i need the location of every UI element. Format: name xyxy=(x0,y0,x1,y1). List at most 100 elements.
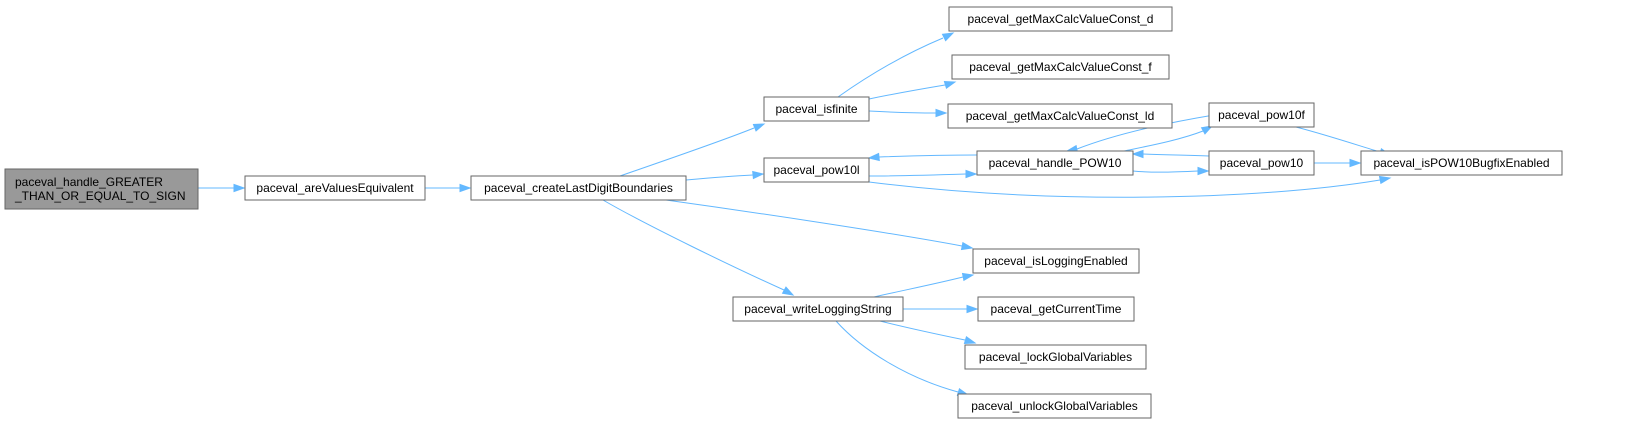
node-label: paceval_isfinite xyxy=(775,102,857,116)
edge-line xyxy=(602,199,785,291)
edge-createLastDigitBoundaries-to-isLoggingEnabled xyxy=(665,199,974,251)
node-box xyxy=(763,157,870,183)
arrowhead-icon xyxy=(1200,125,1214,135)
edge-createLastDigitBoundaries-to-writeLoggingString xyxy=(602,199,795,296)
node-unlockGlobalVariables[interactable]: paceval_unlockGlobalVariables xyxy=(957,393,1152,419)
arrowhead-icon xyxy=(965,169,978,179)
node-box xyxy=(732,296,904,322)
edge-line xyxy=(878,154,978,158)
node-label: _THAN_OR_EQUAL_TO_SIGN xyxy=(14,189,186,203)
edge-writeLoggingString-to-unlockGlobalVariables xyxy=(835,320,970,397)
node-getMaxCalcValueConst_ld[interactable]: paceval_getMaxCalcValueConst_ld xyxy=(947,103,1173,129)
node-box xyxy=(977,296,1135,322)
arrowhead-icon xyxy=(966,304,979,314)
node-box xyxy=(763,96,870,122)
node-label: paceval_pow10 xyxy=(1220,156,1304,170)
edge-handle_POW10-to-pow10 xyxy=(1132,166,1210,176)
arrowhead-icon xyxy=(941,32,955,42)
node-label: paceval_areValuesEquivalent xyxy=(256,181,414,195)
edge-writeLoggingString-to-lockGlobalVariables xyxy=(879,320,977,345)
edge-areValuesEquivalent-to-createLastDigitBoundaries xyxy=(425,183,472,193)
node-label: paceval_writeLoggingString xyxy=(744,302,891,316)
arrowhead-icon xyxy=(943,80,957,90)
node-label: paceval_lockGlobalVariables xyxy=(979,350,1132,364)
node-handle_POW10[interactable]: paceval_handle_POW10 xyxy=(976,150,1134,176)
edge-line xyxy=(619,127,755,177)
edge-line xyxy=(868,110,937,114)
edge-createLastDigitBoundaries-to-isfinite xyxy=(619,123,766,177)
call-graph-nodes: paceval_handle_GREATER_THAN_OR_EQUAL_TO_… xyxy=(4,6,1563,419)
node-box xyxy=(1208,150,1315,176)
node-box xyxy=(4,168,199,210)
node-label: paceval_handle_POW10 xyxy=(989,156,1122,170)
node-isPOW10BugfixEnabled[interactable]: paceval_isPOW10BugfixEnabled xyxy=(1360,150,1563,176)
edge-isfinite-to-getMaxCalcValueConst_d xyxy=(837,32,955,98)
node-pow10[interactable]: paceval_pow10 xyxy=(1208,150,1315,176)
node-label: paceval_getMaxCalcValueConst_ld xyxy=(966,109,1155,123)
edge-line xyxy=(879,320,966,341)
arrowhead-icon xyxy=(867,152,880,162)
edge-pow10-to-isPOW10BugfixEnabled xyxy=(1314,158,1362,168)
edge-line xyxy=(1076,114,1215,150)
edge-pow10l-to-handle_POW10 xyxy=(868,169,978,179)
node-isLoggingEnabled[interactable]: paceval_isLoggingEnabled xyxy=(972,248,1140,274)
edge-line xyxy=(1132,170,1199,173)
edge-writeLoggingString-to-getCurrentTime xyxy=(903,304,979,314)
node-getCurrentTime[interactable]: paceval_getCurrentTime xyxy=(977,296,1135,322)
node-label: paceval_unlockGlobalVariables xyxy=(971,399,1138,413)
call-graph-edges xyxy=(198,32,1392,397)
edge-handle_POW10-to-pow10f xyxy=(1123,125,1214,152)
edge-writeLoggingString-to-isLoggingEnabled xyxy=(873,272,975,298)
edge-line xyxy=(665,199,963,247)
edge-isfinite-to-getMaxCalcValueConst_f xyxy=(868,80,957,100)
edge-line xyxy=(868,84,946,100)
node-label: paceval_isLoggingEnabled xyxy=(984,254,1127,268)
node-box xyxy=(1208,102,1315,128)
node-box xyxy=(470,175,687,201)
node-box xyxy=(972,248,1140,274)
node-pow10l[interactable]: paceval_pow10l xyxy=(763,157,870,183)
node-label: paceval_pow10f xyxy=(1218,108,1305,122)
node-isfinite[interactable]: paceval_isfinite xyxy=(763,96,870,122)
arrowhead-icon xyxy=(1378,175,1392,185)
edge-line xyxy=(873,276,964,298)
arrowhead-icon xyxy=(1197,166,1210,176)
edge-pow10-to-handle_POW10 xyxy=(1131,149,1210,159)
node-box xyxy=(976,150,1134,176)
node-box xyxy=(947,103,1173,129)
node-label: paceval_getCurrentTime xyxy=(991,302,1122,316)
edge-line xyxy=(1123,130,1204,152)
edge-root-to-areValuesEquivalent xyxy=(198,183,246,193)
node-createLastDigitBoundaries[interactable]: paceval_createLastDigitBoundaries xyxy=(470,175,687,201)
edge-handle_POW10-to-pow10l xyxy=(867,152,978,162)
edge-isfinite-to-getMaxCalcValueConst_ld xyxy=(868,108,948,118)
arrowhead-icon xyxy=(752,170,765,180)
node-areValuesEquivalent[interactable]: paceval_areValuesEquivalent xyxy=(244,175,426,201)
node-label: paceval_handle_GREATER xyxy=(15,175,163,189)
edge-line xyxy=(1142,153,1210,157)
edge-line xyxy=(868,179,1381,198)
arrowhead-icon xyxy=(781,286,795,296)
edge-line xyxy=(835,320,959,393)
edge-line xyxy=(837,37,944,98)
node-box xyxy=(1360,150,1563,176)
node-box xyxy=(964,344,1147,370)
node-getMaxCalcValueConst_f[interactable]: paceval_getMaxCalcValueConst_f xyxy=(951,54,1170,80)
arrowhead-icon xyxy=(459,183,472,193)
edge-pow10l-to-isPOW10BugfixEnabled xyxy=(868,175,1392,198)
node-lockGlobalVariables[interactable]: paceval_lockGlobalVariables xyxy=(964,344,1147,370)
node-pow10f[interactable]: paceval_pow10f xyxy=(1208,102,1315,128)
node-root[interactable]: paceval_handle_GREATER_THAN_OR_EQUAL_TO_… xyxy=(4,168,199,210)
arrowhead-icon xyxy=(752,123,766,132)
node-label: paceval_isPOW10BugfixEnabled xyxy=(1373,156,1549,170)
node-box xyxy=(951,54,1170,80)
edge-line xyxy=(1295,126,1381,153)
node-getMaxCalcValueConst_d[interactable]: paceval_getMaxCalcValueConst_d xyxy=(948,6,1173,32)
node-box xyxy=(957,393,1152,419)
node-label: paceval_getMaxCalcValueConst_f xyxy=(969,60,1152,74)
edge-createLastDigitBoundaries-to-pow10l xyxy=(685,170,765,181)
node-box xyxy=(244,175,426,201)
arrowhead-icon xyxy=(961,272,975,282)
node-writeLoggingString[interactable]: paceval_writeLoggingString xyxy=(732,296,904,322)
